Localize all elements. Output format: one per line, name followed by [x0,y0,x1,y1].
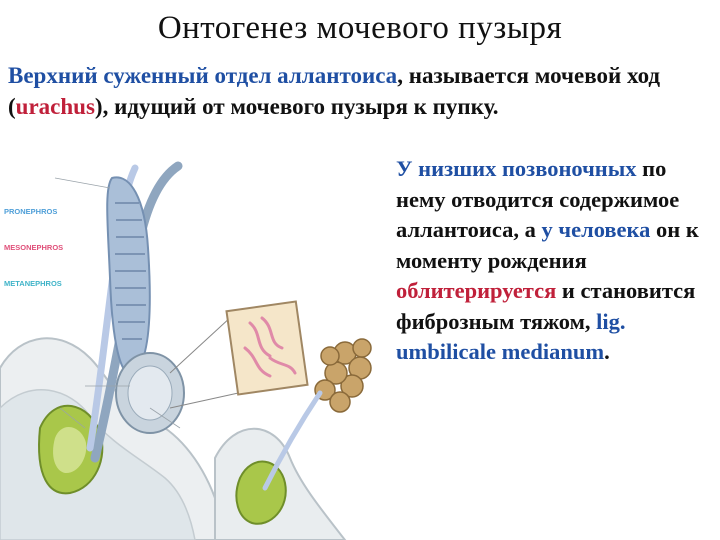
side-part-2: по нему отводится содержимое аллантоиса,… [396,156,680,242]
side-paragraph: У низших позвоночных по нему отводится с… [396,154,716,368]
side-part-6: и становится фиброзным тяжом, [396,278,696,334]
small-label-lines [54,177,181,429]
mesonephric-tubules [115,202,146,340]
cloaca-inner [53,427,87,474]
lower-bladder-green [235,460,287,525]
intro-latin: urachus [15,94,95,119]
kidney-inner [127,365,173,421]
side-part-1: У низших позвоночных [396,156,637,181]
tubule-inset [225,300,309,396]
metanephric-lobes [314,338,372,413]
intro-term: Верхний суженный отдел аллантоиса [8,63,398,88]
intro-paragraph: Верхний суженный отдел аллантоиса, назыв… [8,60,714,122]
intro-text-1: , называется мочевой ход ( [8,63,661,119]
side-part-4: он к моменту рождения [396,217,699,273]
intro-text-2: ), идущий от мочевого пузыря к пупку. [94,94,499,119]
lower-ureter [262,390,323,491]
mesonephros-label: MESONEPHROS [4,243,63,252]
pronephros-label: PRONEPHROS [4,207,57,216]
zoom-line-1 [169,315,233,374]
side-part-7: lig. umbilicale medianum [396,308,626,365]
mesonephros-body [106,176,151,376]
metanephros-label: METANEPHROS [4,279,62,288]
page-title: Онтогенез мочевого пузыря [157,10,563,46]
inset-pink-tubules [243,316,297,378]
side-part-5: облитерируется [396,278,557,303]
side-part-3: у человека [541,217,651,242]
anatomy-illustration: PRONEPHROS MESONEPHROS METANEPHROS [0,161,372,540]
side-part-8: . [604,339,610,364]
